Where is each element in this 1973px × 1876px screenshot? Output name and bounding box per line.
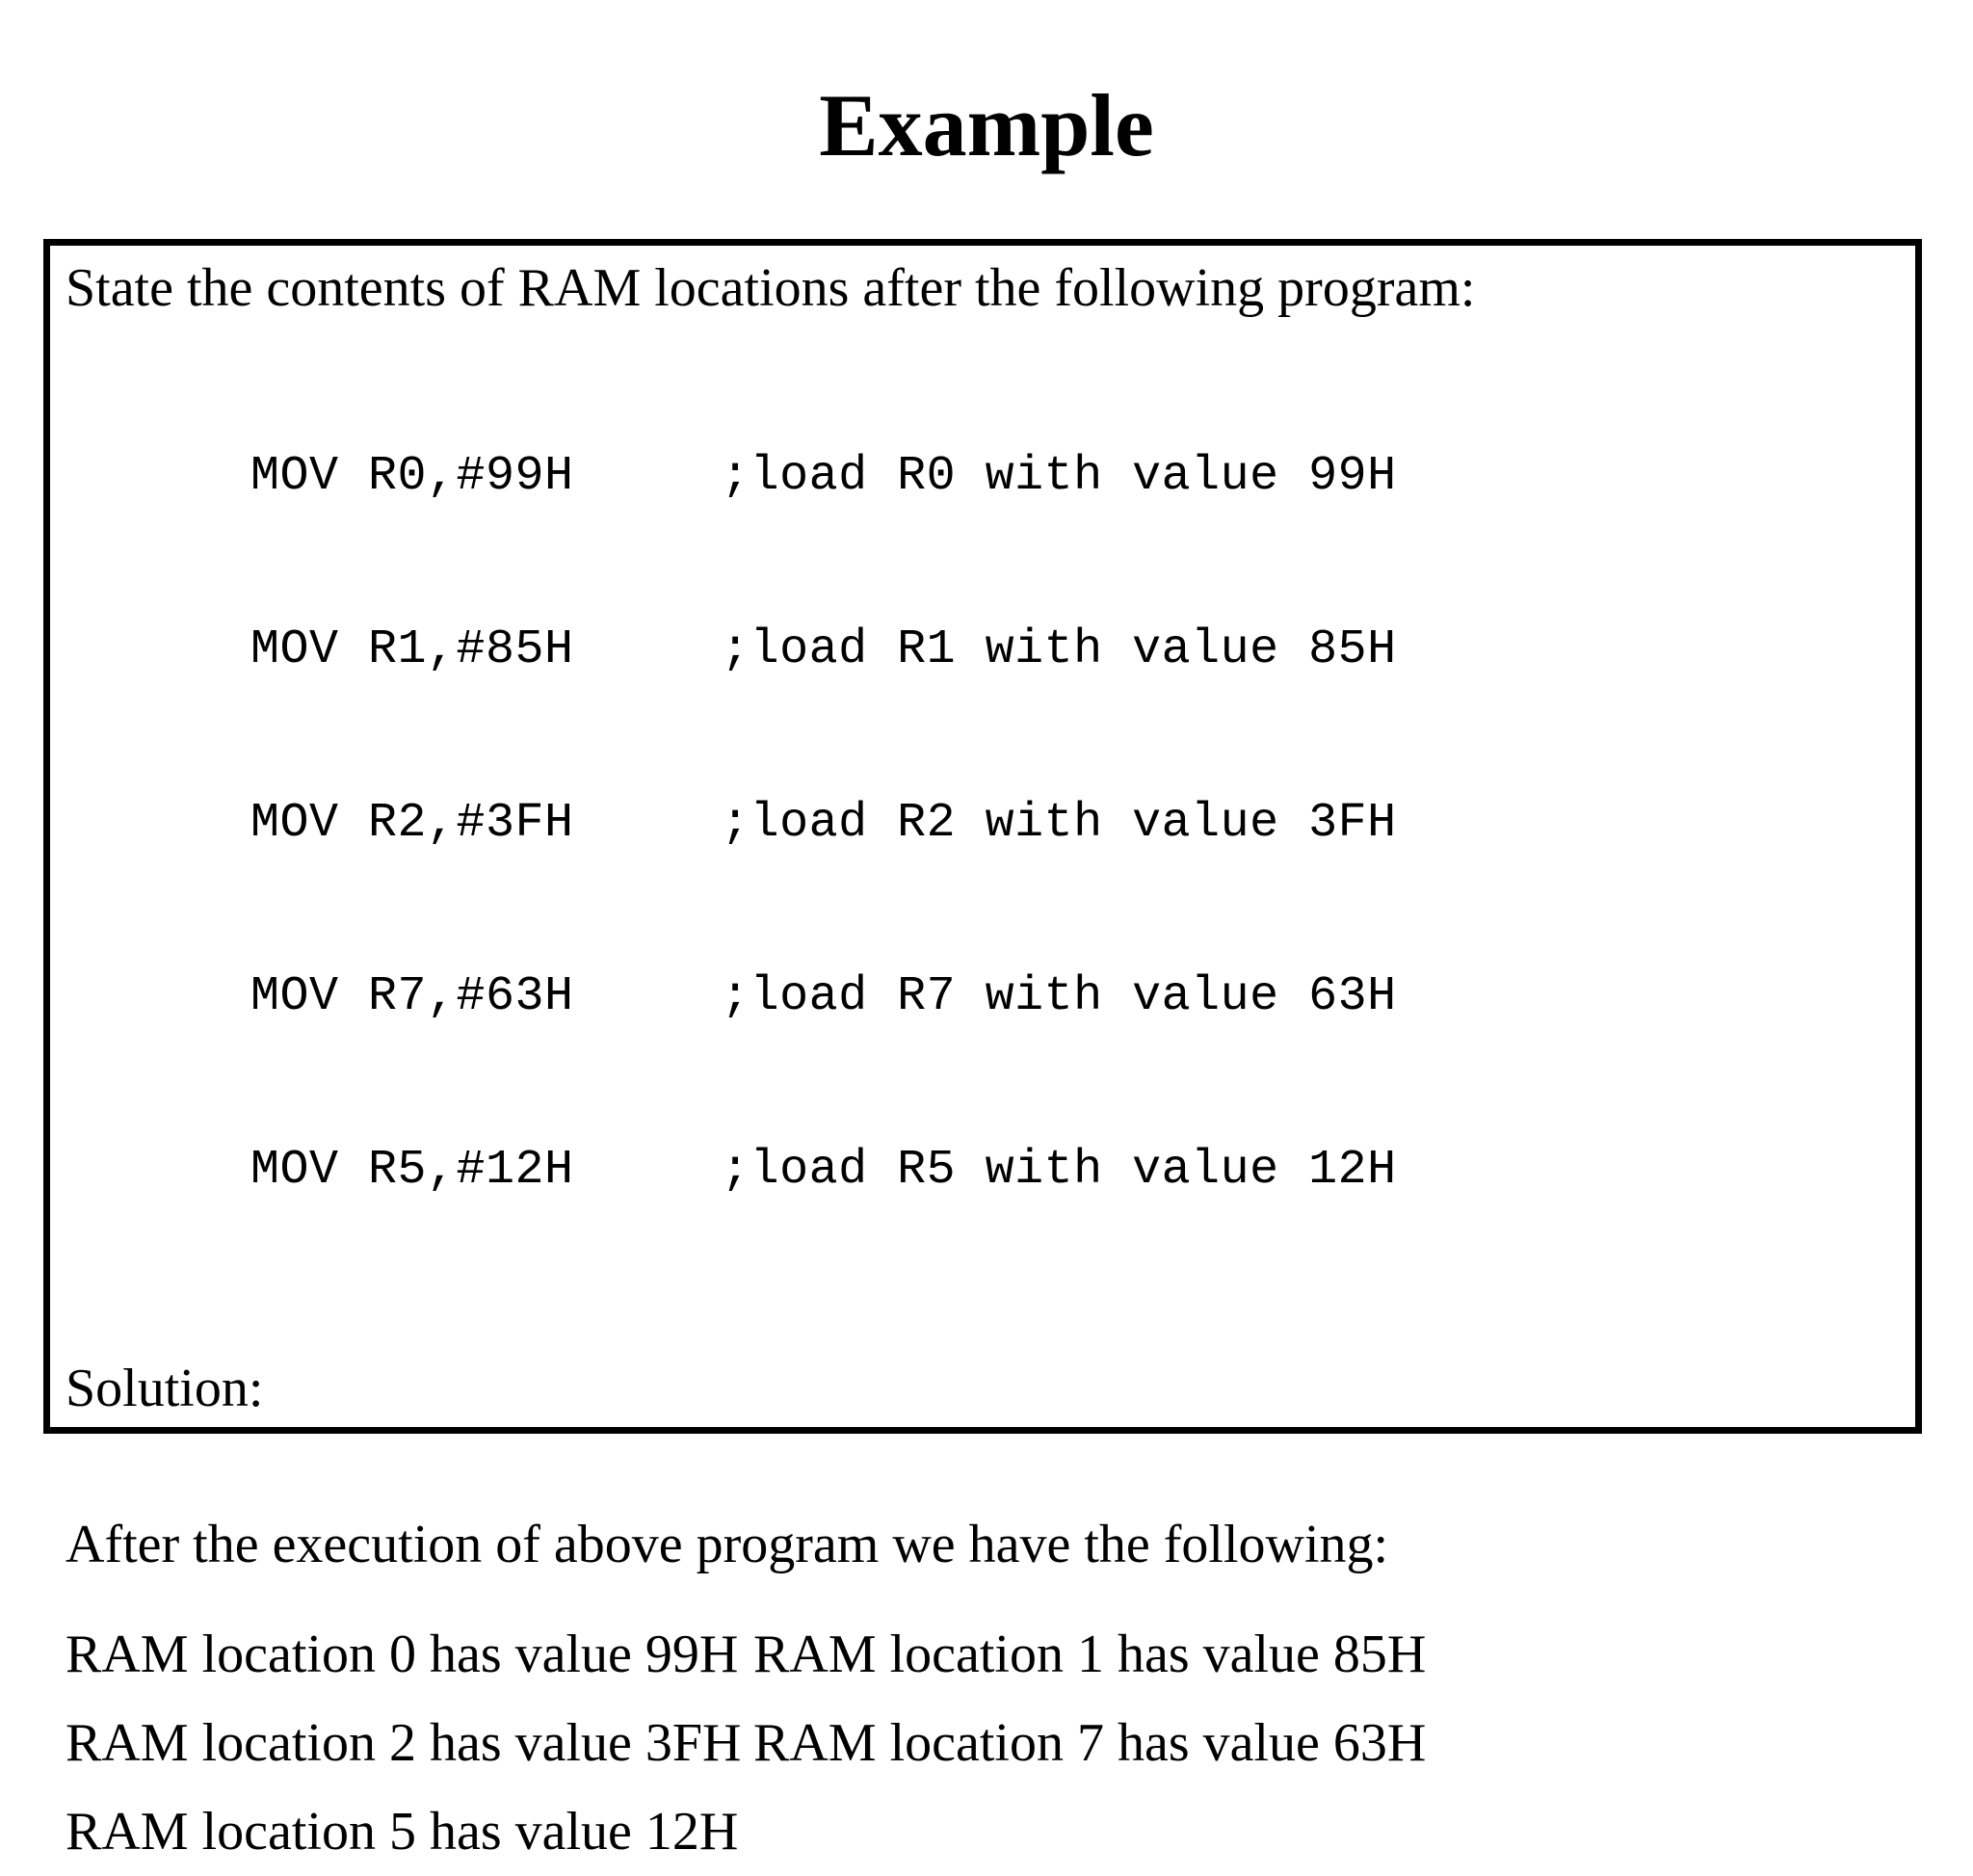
code-line: MOV R0,#99H ;load R0 with value 99H xyxy=(250,449,1397,504)
slide-root: Example State the contents of RAM locati… xyxy=(43,76,1922,1862)
ram-location-entry: RAM location 7 has value 63H xyxy=(753,1713,1427,1773)
code-line: MOV R2,#3FH ;load R2 with value 3FH xyxy=(250,796,1397,851)
content-box-inner: State the contents of RAM locations afte… xyxy=(66,255,1906,1876)
page-title: Example xyxy=(819,76,1154,174)
ram-location-entry: RAM location 1 has value 85H xyxy=(753,1625,1427,1684)
content-box: State the contents of RAM locations afte… xyxy=(43,239,1922,1862)
question-text: State the contents of RAM locations afte… xyxy=(66,258,1476,318)
ram-location-entry: RAM location 2 has value 3FH xyxy=(66,1713,742,1773)
ram-location-entry: RAM location 5 has value 12H xyxy=(66,1802,739,1862)
after-execution-text: After the execution of above program we … xyxy=(66,1515,1389,1574)
code-line: MOV R7,#63H ;load R7 with value 63H xyxy=(250,969,1397,1024)
ram-location-entry: RAM location 0 has value 99H xyxy=(66,1625,739,1684)
list-item: RAM location 5 has value 12H xyxy=(66,1787,1906,1876)
list-item: RAM location 2 has value 3FH RAM locatio… xyxy=(66,1699,1906,1787)
list-item: RAM location 0 has value 99H RAM locatio… xyxy=(66,1610,1906,1699)
code-line: MOV R1,#85H ;load R1 with value 85H xyxy=(250,622,1397,677)
ram-results-list: RAM location 0 has value 99H RAM locatio… xyxy=(66,1610,1906,1876)
solution-label: Solution: xyxy=(66,1359,264,1418)
code-listing: MOV R0,#99H ;load R0 with value 99H MOV … xyxy=(250,332,1906,1315)
code-line: MOV R5,#12H ;load R5 with value 12H xyxy=(250,1143,1397,1198)
